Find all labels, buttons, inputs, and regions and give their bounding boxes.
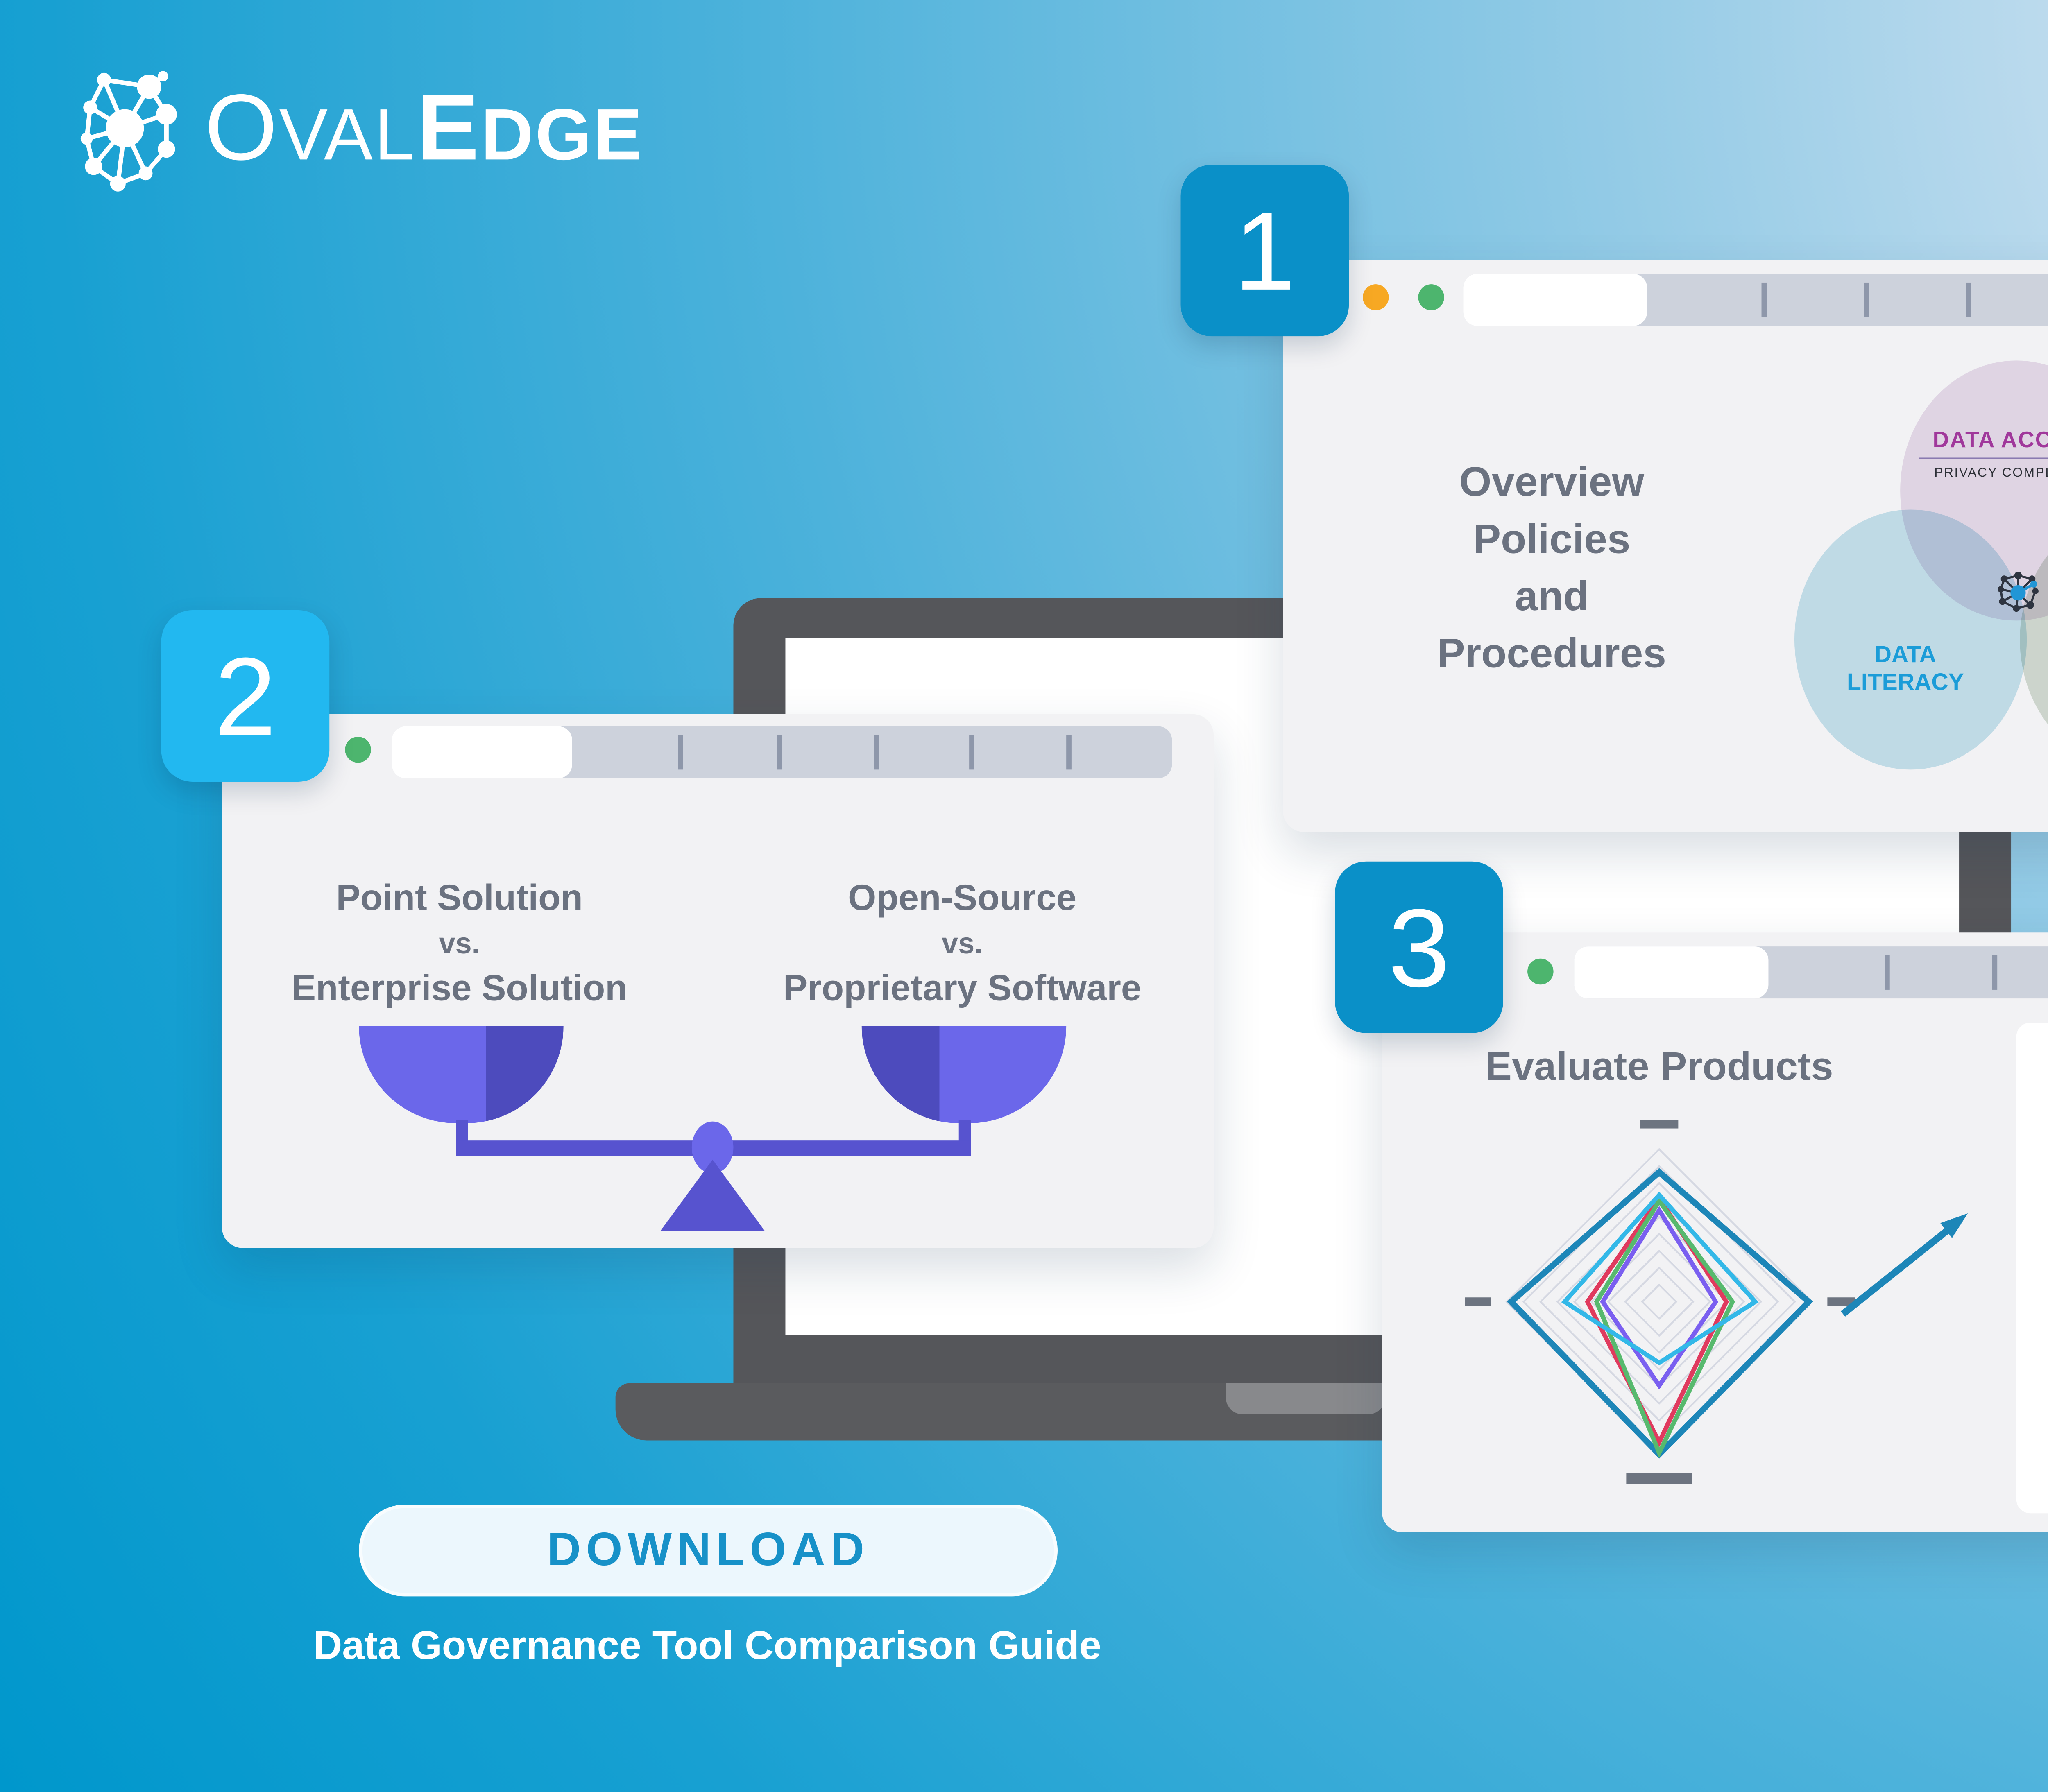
step1-heading: Overview Policies and Procedures xyxy=(1437,459,1666,678)
arrow-icon xyxy=(1841,1213,1968,1317)
radar-axis-dash xyxy=(1626,1473,1692,1484)
window-dot-orange xyxy=(1362,284,1389,310)
tab-tick xyxy=(678,735,683,770)
step3-heading: Evaluate Products xyxy=(1485,1043,1833,1089)
tab-tick xyxy=(1885,955,1890,990)
scale-bowl-left xyxy=(359,1026,564,1123)
tab-tick xyxy=(1864,282,1869,317)
window-dot-green xyxy=(345,736,371,763)
window-dot-green xyxy=(1527,958,1554,985)
venn-label-data-literacy: DATA LITERACY xyxy=(1846,641,1964,695)
tab-tick xyxy=(1066,735,1072,770)
guide-caption: Data Governance Tool Comparison Guide xyxy=(313,1622,1101,1668)
scale-bowl-right xyxy=(861,1026,1067,1123)
step-number: 3 xyxy=(1388,885,1450,1010)
laptop-base-notch xyxy=(1226,1383,1386,1414)
tab-tick xyxy=(777,735,782,770)
tab-tick xyxy=(969,735,974,770)
tab-tick xyxy=(1992,955,1998,990)
radar-axis-dash xyxy=(1827,1297,1855,1306)
window-dot-green xyxy=(1418,284,1444,310)
browser-window-1: Overview Policies and Procedures DATA AC… xyxy=(1283,260,2048,832)
download-button[interactable]: DOWNLOAD xyxy=(359,1505,1058,1597)
tab-tick xyxy=(874,735,879,770)
step-badge-1: 1 xyxy=(1180,165,1349,337)
venn-label-data-quality: DATA QUALITY xyxy=(2021,641,2048,697)
step-badge-3: 3 xyxy=(1335,861,1503,1033)
tab-tick xyxy=(1966,282,1971,317)
comparison-opensource-vs-proprietary: Open-Source vs. Proprietary Software xyxy=(783,879,1142,1009)
venn-label-data-access: DATA ACCESS PRIVACY COMPLIANCE xyxy=(1878,426,2048,480)
active-tab-placeholder xyxy=(1574,946,1769,999)
step-number: 1 xyxy=(1234,188,1296,313)
brand-wordmark: OVALEDGE xyxy=(204,76,644,181)
brand: OVALEDGE xyxy=(80,62,644,194)
radar-axis-dash xyxy=(1640,1120,1679,1129)
radar-chart xyxy=(1465,1120,1855,1484)
venn-diagram: DATA ACCESS PRIVACY COMPLIANCE xyxy=(1794,360,2048,809)
browser-window-2: Point Solution vs. Enterprise Solution O… xyxy=(222,714,1214,1248)
step-number: 2 xyxy=(214,634,276,758)
venn-circle-data-literacy xyxy=(1794,509,2027,770)
ovaledge-network-icon xyxy=(80,62,181,194)
active-tab-placeholder xyxy=(392,726,572,778)
step-badge-2: 2 xyxy=(161,610,330,782)
scale-stand xyxy=(660,1159,765,1231)
comparison-point-vs-enterprise: Point Solution vs. Enterprise Solution xyxy=(291,879,628,1009)
tab-tick xyxy=(1761,282,1767,317)
feature-panel: Connector AvailabilityIngestionLineageDa… xyxy=(2016,1023,2048,1514)
radar-axis-dash xyxy=(1465,1297,1491,1306)
active-tab-placeholder xyxy=(1463,274,1647,326)
browser-window-3: Evaluate Products Connector Availability… xyxy=(1382,932,2048,1532)
feature-list: Connector AvailabilityIngestionLineageDa… xyxy=(2016,1023,2048,1497)
ovaledge-network-icon-small xyxy=(1996,568,2042,624)
venn-label-underline xyxy=(1919,457,2048,459)
scale-hanger-right xyxy=(958,1120,971,1144)
scale-hanger-left xyxy=(456,1120,468,1144)
